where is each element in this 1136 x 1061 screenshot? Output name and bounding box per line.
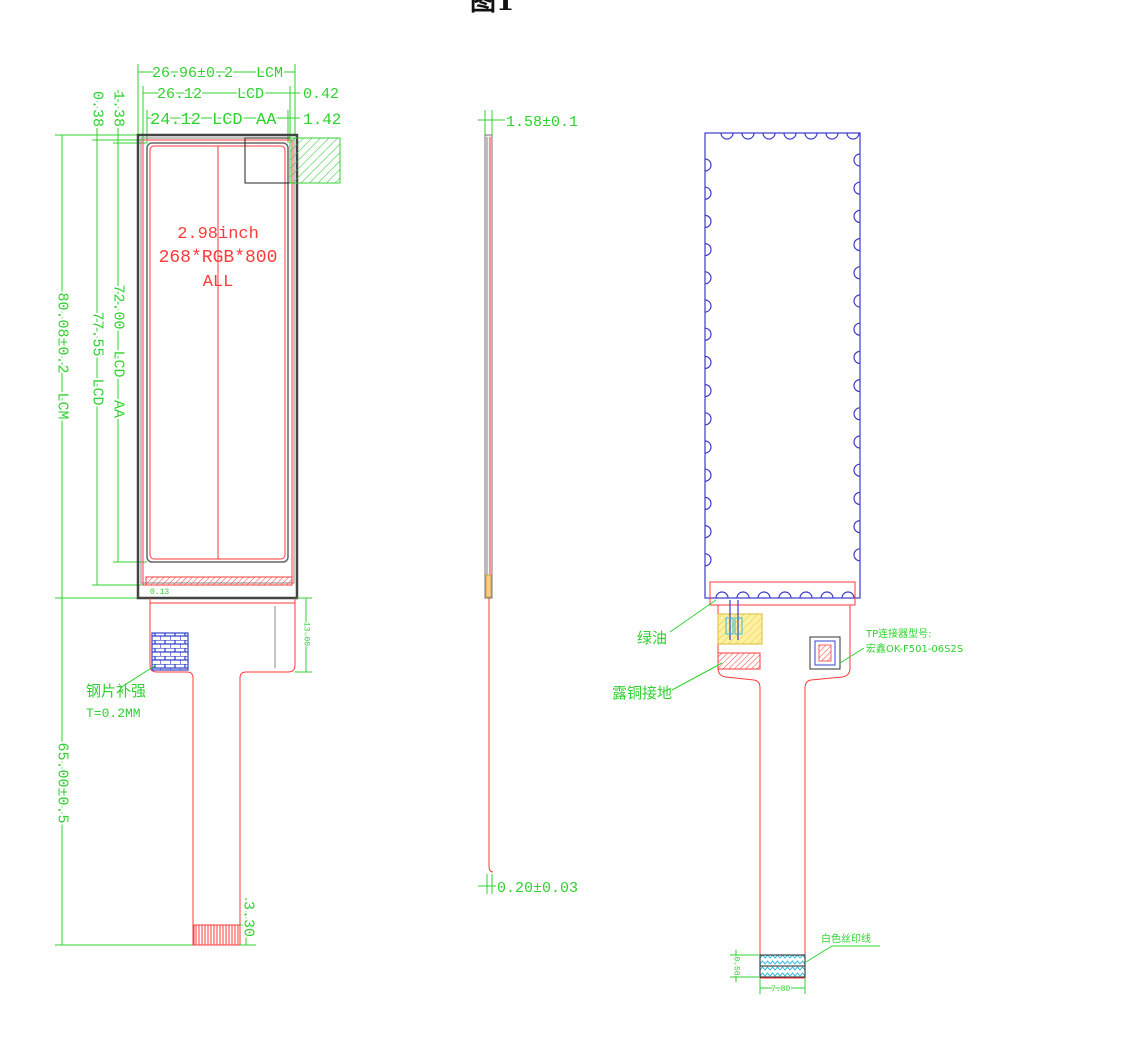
lcd-top-margin: 0.38: [89, 91, 106, 127]
stiffener-label: 钢片补强: [86, 682, 146, 700]
aa-width-label-aa: AA: [256, 111, 277, 130]
tp-connector-leader: [839, 647, 865, 664]
tp-connector-contacts: [818, 644, 832, 662]
bottom-bond-strip: [145, 576, 293, 586]
lcd-height-value: 77.55: [89, 311, 106, 356]
side-view: 1.58±0.1 0.20±0.03: [478, 110, 580, 899]
green-oil-leader: [669, 599, 717, 633]
panel-note: ALL: [203, 273, 234, 292]
aa-right-margin: 1.42: [303, 111, 341, 129]
gold-fingers: [193, 924, 241, 946]
aa-height-value: 72.00: [110, 284, 127, 329]
figure-caption: 图1: [470, 0, 514, 17]
fpc-front: 13.00 钢片补强 T=0.2MM 3.30: [86, 597, 312, 946]
panel-resolution: 268*RGB*800: [159, 248, 278, 268]
back-outline: [704, 132, 861, 599]
aa-height-label-aa: AA: [110, 400, 127, 418]
green-oil-label: 绿油: [637, 629, 667, 647]
lcd-height-label: LCD: [89, 378, 106, 405]
fpc-length-value: 65.00±0.5: [54, 742, 71, 823]
module-side-body: [484, 134, 493, 599]
ground-label: 露铜接地: [612, 684, 672, 702]
silkscreen-label: 白色丝印线: [821, 932, 871, 945]
lcd-width-label: LCD: [237, 86, 264, 103]
lcm-width-label: LCM: [256, 65, 283, 82]
lcm-width-value: 26.96±0.2: [152, 65, 233, 82]
exposed-copper-ground: [717, 652, 761, 670]
height-dimensions: 1.38 0.38 80.08±0.2 LCM 77.55 LCD 72.00 …: [52, 89, 193, 946]
finger-width-value: 7.80: [771, 985, 790, 994]
aa-width-value: 24.12: [150, 111, 201, 130]
top-edge-bumps: [720, 132, 860, 140]
lcm-outline: [136, 133, 299, 600]
aa-top-margin: 1.38: [110, 91, 127, 127]
lcd-width-value: 26.12: [157, 86, 202, 103]
panel-size: 2.98inch: [177, 225, 259, 244]
active-area-outline: [146, 142, 289, 563]
fpc-thickness-value: 0.20±0.03: [497, 880, 578, 897]
lcm-height-value: 80.08±0.2: [54, 292, 71, 373]
tp-pad: [734, 617, 743, 635]
module-thickness-value: 1.58±0.1: [506, 114, 578, 131]
finger-height-value: 0.50: [732, 956, 741, 975]
aa-width-label-lcd: LCD: [212, 111, 243, 130]
tp-pad: [725, 617, 734, 635]
width-dimensions: 26.96±0.2 LCM 26.12 LCD 0.42 24.12 LCD A…: [137, 63, 343, 143]
front-view: 26.96±0.2 LCM 26.12 LCD 0.42 24.12 LCD A…: [52, 63, 343, 946]
finger-length-value: 3.30: [240, 901, 257, 937]
side-bond-area: [485, 574, 492, 598]
corner-hatch: [289, 137, 341, 184]
aa-height-label-lcd: LCD: [110, 350, 127, 377]
fpc-side-line: [488, 598, 494, 873]
green-oil-area: [717, 613, 763, 645]
ground-leader: [671, 662, 723, 691]
lcd-module-front: 0.13 2.98inch 268*RGB*800 ALL: [136, 133, 341, 600]
lcd-right-margin: 0.42: [303, 86, 339, 103]
stiffener-leader: [119, 664, 157, 689]
fpc-back-outline: [717, 605, 851, 979]
tp-connector-label: TP连接器型号:: [865, 627, 932, 640]
tp-connector: [809, 636, 841, 670]
left-edge-bumps: [704, 158, 712, 567]
back-view: 绿油 露铜接地 TP连接器型号: 宏鑫OK-F501-06S2S 白色丝印线 0…: [612, 132, 963, 995]
bottom-gap-value: 0.13: [150, 588, 169, 597]
stiffener-thickness: T=0.2MM: [86, 706, 141, 721]
strip-bumps: [715, 591, 855, 599]
fpc-wide-section-value: 13.00: [302, 622, 311, 646]
steel-stiffener: [151, 632, 189, 671]
silkscreen-leader: [805, 945, 880, 963]
tp-connector-inner: [814, 640, 836, 666]
back-bond-strip: [709, 581, 856, 606]
tp-connector-model: 宏鑫OK-F501-06S2S: [866, 642, 963, 655]
right-edge-bumps: [853, 153, 861, 562]
lcm-height-label: LCM: [54, 392, 71, 419]
